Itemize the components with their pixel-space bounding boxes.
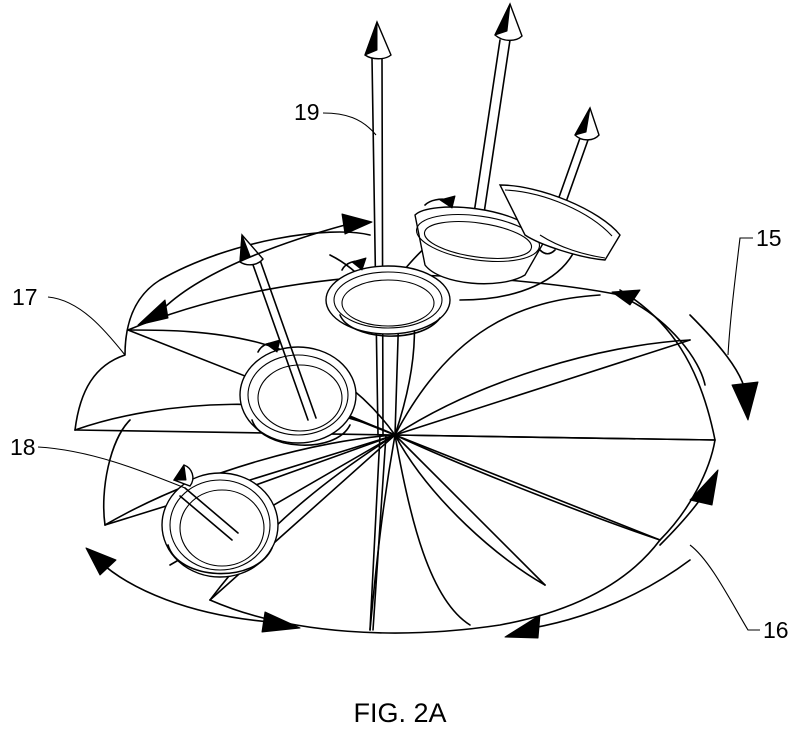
cup-upper-right (414, 195, 546, 285)
tall-rod-right (469, 2, 523, 241)
ref-label-17: 17 (12, 284, 38, 310)
ref-label-19: 19 (294, 99, 320, 125)
ref-label-16: 16 (763, 617, 789, 643)
rotation-arrows (85, 213, 759, 639)
central-axis (364, 20, 392, 631)
cup-middle-left (239, 233, 357, 446)
cup-lower-left (161, 464, 279, 578)
dish-far-right (498, 184, 621, 261)
cup-center (325, 257, 451, 337)
leader-lines (37, 112, 760, 631)
short-rod-right (557, 106, 600, 203)
figure-caption: FIG. 2A (353, 698, 446, 728)
ref-label-18: 18 (10, 434, 36, 460)
ref-label-15: 15 (756, 225, 782, 251)
